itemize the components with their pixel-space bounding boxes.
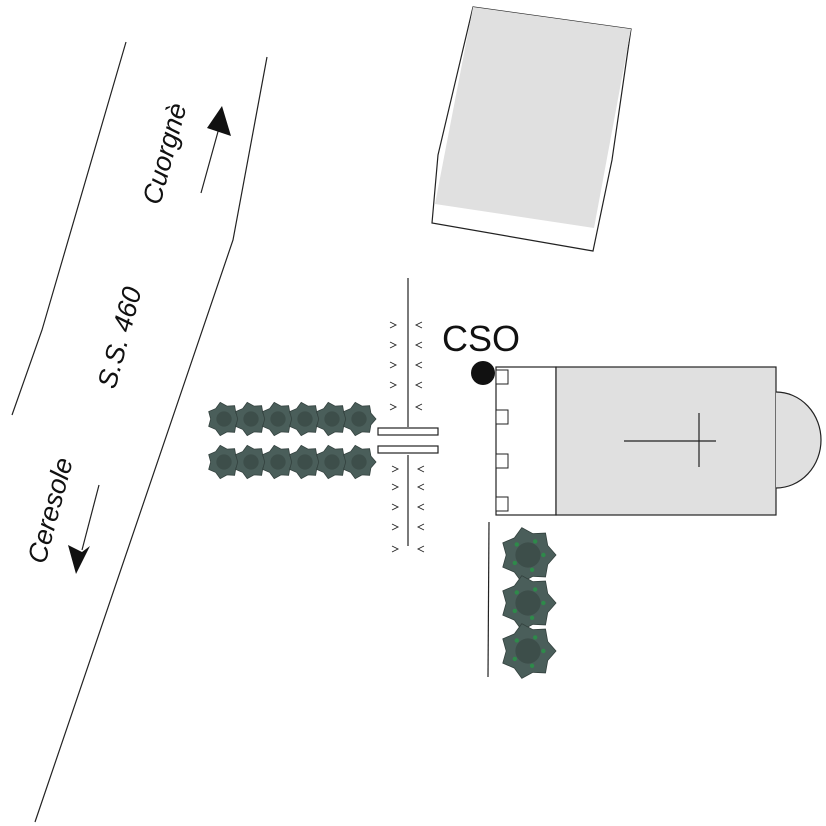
grass-mark xyxy=(416,503,425,511)
dot-icon xyxy=(471,361,495,385)
shrub-icon xyxy=(502,623,557,679)
grass-mark xyxy=(391,523,400,531)
building-north xyxy=(431,6,632,252)
grass-mark xyxy=(414,381,423,389)
shrub-column xyxy=(502,527,557,679)
church xyxy=(495,366,822,516)
grass-marks xyxy=(389,321,425,553)
shrub-icon xyxy=(235,444,269,480)
arrow-up-icon xyxy=(200,106,231,194)
shrub-icon xyxy=(262,401,296,437)
shrub-icon xyxy=(289,444,323,480)
grass-mark xyxy=(389,361,398,369)
bridge-plank-bottom xyxy=(377,445,439,454)
grass-mark xyxy=(414,321,423,329)
grass-mark xyxy=(416,465,425,473)
arrow-down-icon xyxy=(68,484,100,574)
road-ss460 xyxy=(11,41,268,823)
cross-icon xyxy=(624,413,716,467)
grass-mark xyxy=(389,381,398,389)
label-cuorgne: Cuorgnè xyxy=(137,100,193,208)
church-porch xyxy=(495,366,557,516)
road-edge-left xyxy=(11,41,127,416)
shrub-icon xyxy=(208,444,242,480)
shrub-icon xyxy=(235,401,269,437)
grass-mark xyxy=(416,483,425,491)
grass-mark xyxy=(414,361,423,369)
shrub-icon xyxy=(208,401,242,437)
hedge-rows xyxy=(208,401,377,480)
shrub-icon xyxy=(343,444,377,480)
road-edge-right xyxy=(34,56,268,823)
pillar xyxy=(495,453,509,469)
shrub-icon xyxy=(316,444,350,480)
footpath xyxy=(377,278,439,553)
grass-mark xyxy=(391,503,400,511)
pillar xyxy=(495,369,509,385)
grass-mark xyxy=(416,523,425,531)
shrub-icon xyxy=(343,401,377,437)
grass-mark xyxy=(414,341,423,349)
bridge-plank-top xyxy=(377,427,439,436)
church-apse xyxy=(775,391,822,489)
grass-mark xyxy=(391,545,400,553)
pillar xyxy=(495,409,509,425)
garden-edge xyxy=(487,521,490,678)
shrub-icon xyxy=(289,401,323,437)
grass-mark xyxy=(391,465,400,473)
grass-mark xyxy=(389,403,398,411)
grass-mark xyxy=(389,341,398,349)
pillar xyxy=(495,496,509,512)
label-road: S.S. 460 xyxy=(92,284,148,392)
shrub-icon xyxy=(262,444,296,480)
grass-mark xyxy=(414,403,423,411)
grass-mark xyxy=(416,545,425,553)
shrub-icon xyxy=(316,401,350,437)
shrub-icon xyxy=(502,575,557,631)
shrub-icon xyxy=(502,527,557,583)
grass-mark xyxy=(389,321,398,329)
grass-mark xyxy=(391,483,400,491)
label-station: CSO xyxy=(442,318,520,359)
